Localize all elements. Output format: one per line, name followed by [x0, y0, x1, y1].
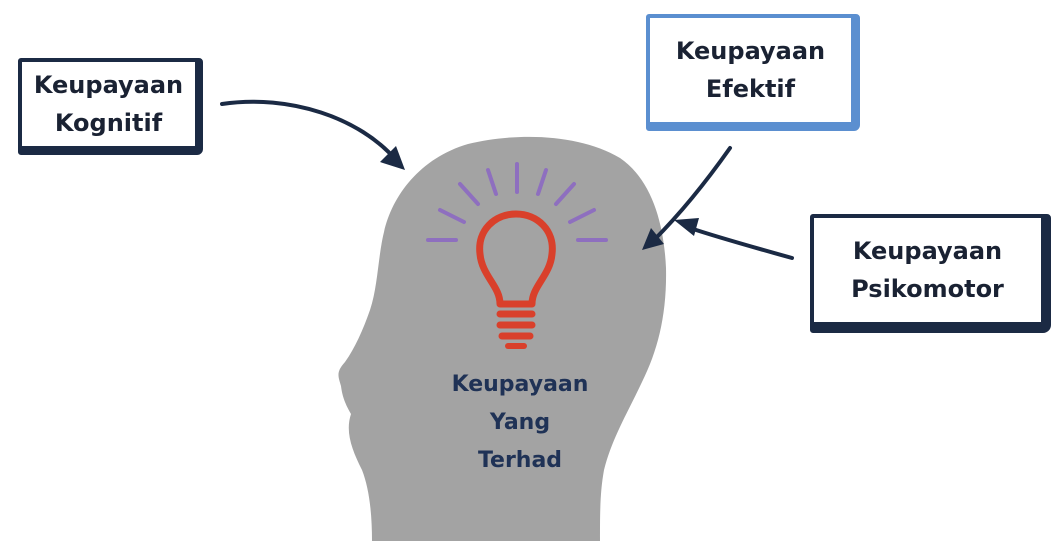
box-keupayaan-kognitif: Keupayaan Kognitif: [18, 58, 203, 155]
box-kognitif-line-2: Kognitif: [54, 109, 163, 137]
arrow-efektif: [642, 146, 732, 250]
box-psikomotor-line-2: Psikomotor: [851, 275, 1004, 303]
box-psikomotor-line-1: Keupayaan: [852, 237, 1003, 265]
center-label-line-3: Terhad: [477, 448, 563, 473]
box-kognitif-line-1: Keupayaan: [33, 71, 184, 99]
arrow-psikomotor: [674, 218, 794, 260]
box-efektif-line-1: Keupayaan: [675, 37, 826, 65]
center-label-line-2: Yang: [489, 410, 551, 435]
box-efektif-line-2: Efektif: [705, 75, 796, 103]
box-keupayaan-psikomotor: Keupayaan Psikomotor: [810, 214, 1051, 333]
lightbulb-icon: [476, 210, 556, 349]
idea-rays-icon: [426, 162, 608, 242]
center-label-line-1: Keupayaan: [451, 372, 589, 397]
arrow-kognitif: [220, 99, 405, 170]
box-keupayaan-efektif: Keupayaan Efektif: [646, 14, 860, 131]
center-label: Keupayaan Yang Terhad: [420, 366, 620, 480]
